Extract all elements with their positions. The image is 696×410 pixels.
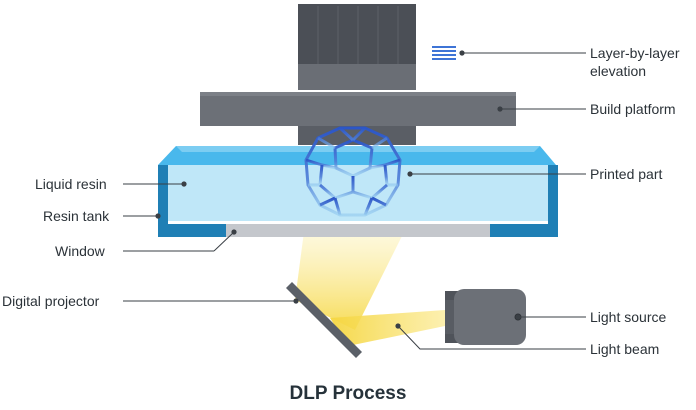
label-build-platform: Build platform [590, 101, 676, 117]
layers-icon [432, 46, 456, 60]
diagram-title: DLP Process [289, 383, 407, 404]
leader-dots [155, 50, 521, 329]
label-liquid-resin: Liquid resin [35, 176, 107, 192]
label-digital-projector: Digital projector [2, 293, 100, 309]
label-printed-part: Printed part [590, 166, 663, 182]
label-resin-tank: Resin tank [43, 208, 110, 224]
window-pane [226, 224, 490, 237]
build-platform [200, 92, 516, 126]
label-elevation: elevation [590, 63, 647, 79]
resin-tank [158, 146, 558, 237]
label-light-beam: Light beam [590, 341, 660, 357]
label-light-source: Light source [590, 309, 667, 325]
label-layer-by-layer: Layer-by-layer [590, 45, 680, 61]
light-source [445, 289, 526, 345]
light-beam [295, 224, 445, 346]
printed-part [304, 126, 402, 217]
digital-projector [286, 282, 362, 358]
leader-lines [123, 52, 586, 350]
label-window: Window [55, 243, 105, 259]
